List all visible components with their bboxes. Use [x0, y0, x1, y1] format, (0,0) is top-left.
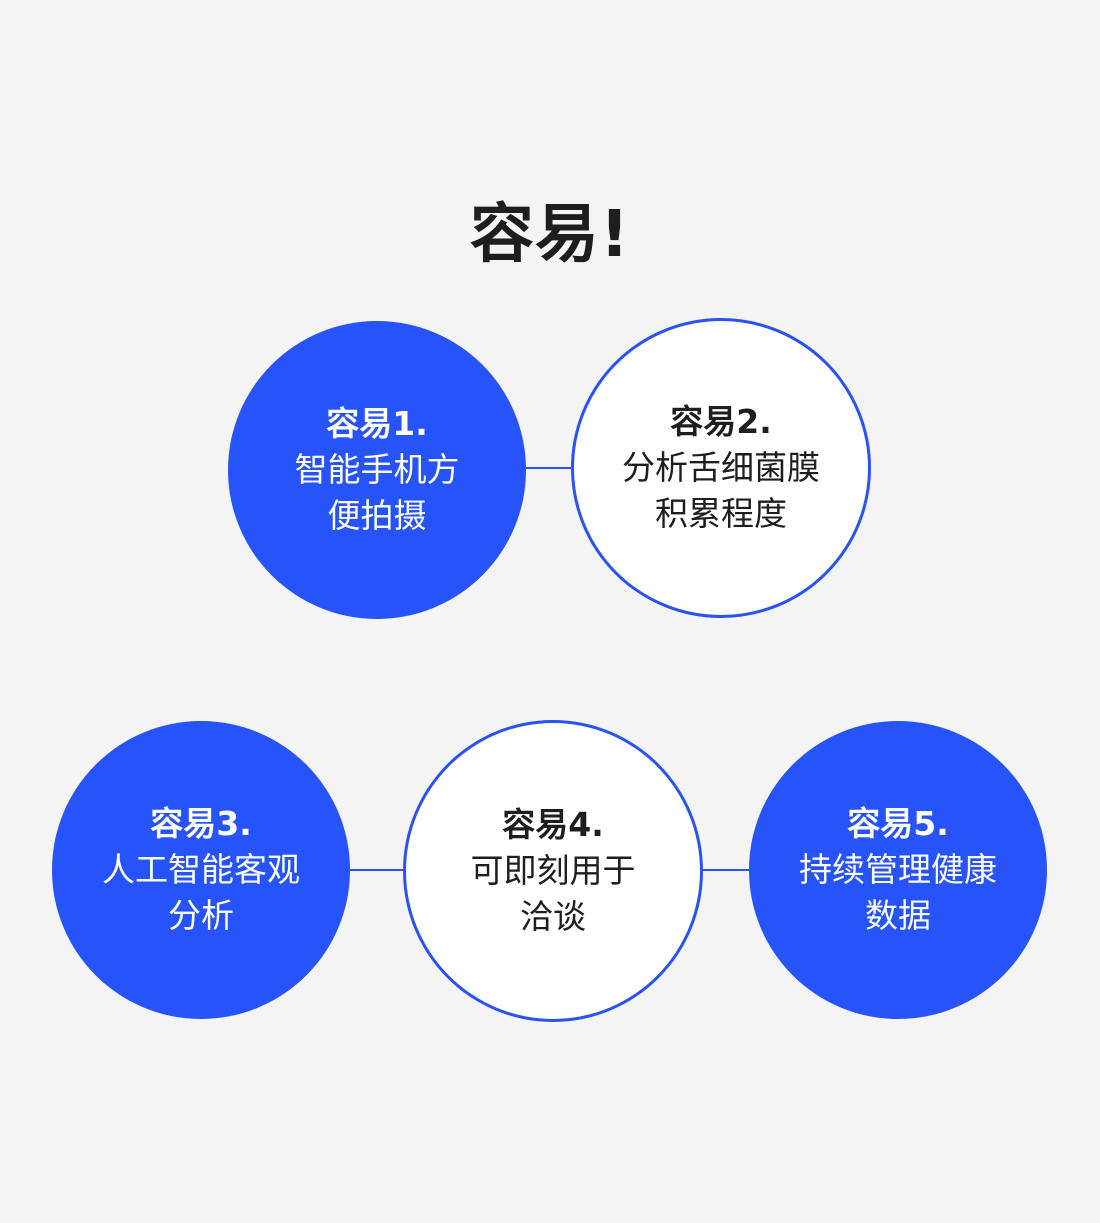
step-text-line: 人工智能客观 — [102, 850, 300, 889]
step-heading: 容易1. — [326, 404, 428, 443]
step-text-line: 分析舌细菌膜 — [622, 448, 820, 487]
step-circle-5: 容易5. 持续管理健康 数据 — [749, 721, 1047, 1019]
step-circle-4: 容易4. 可即刻用于 洽谈 — [403, 720, 703, 1022]
step-text-line: 洽谈 — [520, 897, 586, 936]
step-heading: 容易4. — [502, 805, 604, 844]
step-circle-3: 容易3. 人工智能客观 分析 — [52, 721, 350, 1019]
connector-4-5 — [702, 869, 750, 871]
step-heading: 容易2. — [670, 402, 772, 441]
connector-3-4 — [350, 869, 404, 871]
step-text-line: 持续管理健康 — [799, 850, 997, 889]
step-heading: 容易5. — [847, 804, 949, 843]
step-circle-1: 容易1. 智能手机方 便拍摄 — [228, 321, 526, 619]
step-text-line: 数据 — [865, 896, 931, 935]
step-heading: 容易3. — [150, 804, 252, 843]
connector-1-2 — [526, 467, 572, 469]
step-text-line: 积累程度 — [655, 494, 787, 533]
step-text-line: 可即刻用于 — [470, 851, 636, 890]
step-text-line: 分析 — [168, 896, 234, 935]
page-title: 容易! — [469, 198, 631, 272]
step-text-line: 便拍摄 — [327, 496, 427, 535]
step-text-line: 智能手机方 — [294, 450, 460, 489]
step-circle-2: 容易2. 分析舌细菌膜 积累程度 — [571, 318, 871, 618]
